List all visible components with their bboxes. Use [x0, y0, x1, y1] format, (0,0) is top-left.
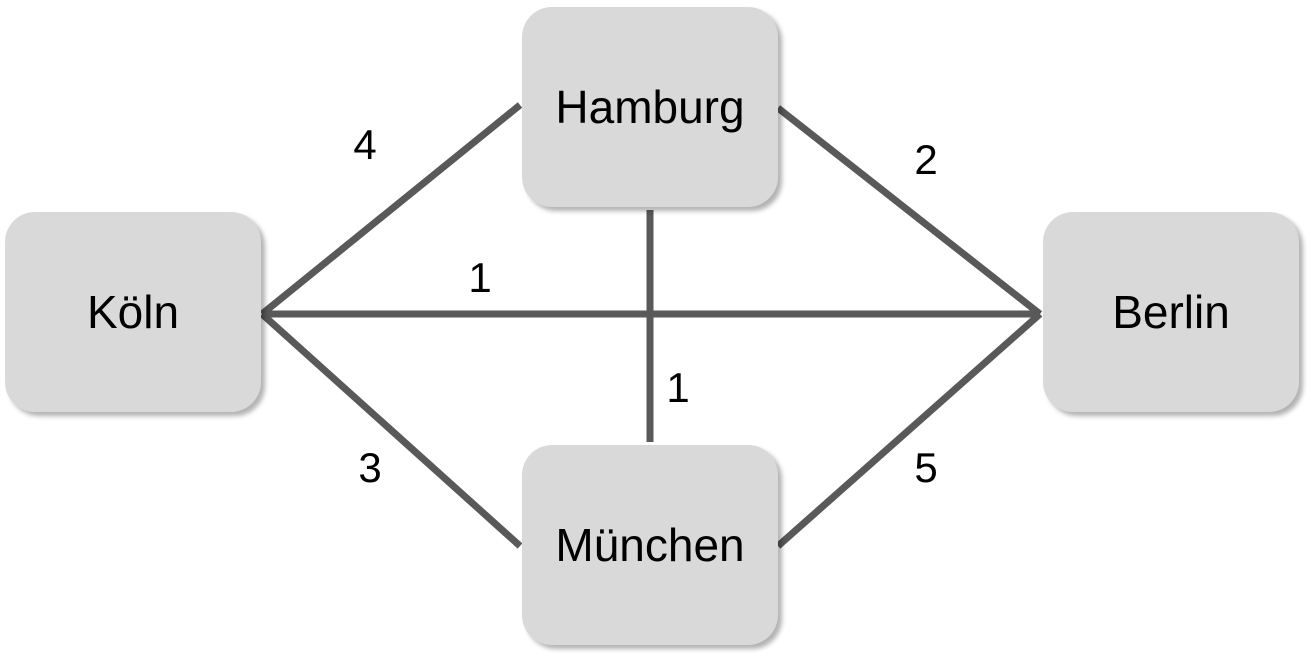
weight-muenchen-berlin: 5 — [914, 444, 938, 491]
weight-koeln-berlin: 1 — [468, 254, 492, 301]
node-hamburg: Hamburg — [522, 7, 778, 207]
weight-hamburg-berlin: 2 — [914, 136, 938, 183]
node-koeln: Köln — [5, 212, 261, 412]
node-berlin: Berlin — [1043, 212, 1299, 412]
edge-muenchen-berlin — [775, 311, 1043, 549]
edge-koeln-muenchen — [259, 311, 523, 549]
weight-koeln-muenchen: 3 — [358, 444, 382, 491]
weight-hamburg-muenchen: 1 — [666, 364, 690, 411]
weight-koeln-hamburg: 4 — [353, 121, 377, 168]
edge-hamburg-berlin — [775, 105, 1043, 317]
node-muenchen: München — [522, 445, 778, 645]
edge-koeln-hamburg — [259, 102, 523, 317]
